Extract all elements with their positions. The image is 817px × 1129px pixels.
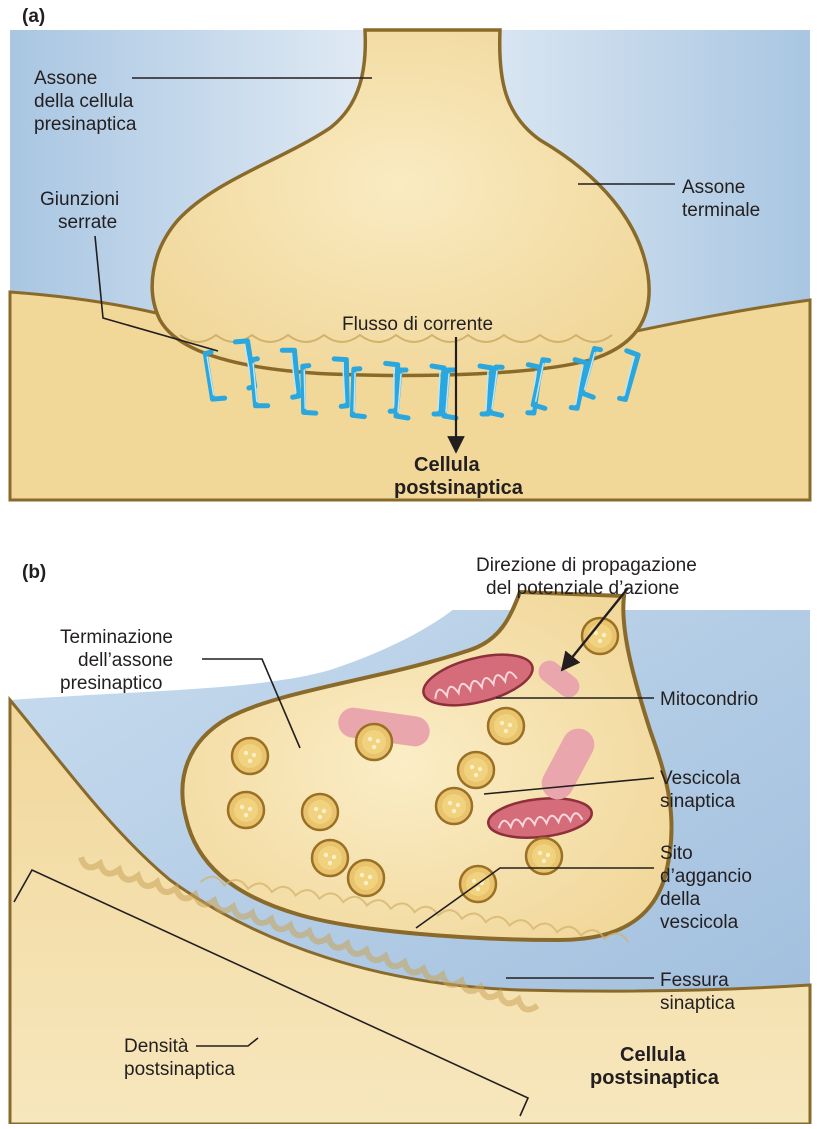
postsynaptic-cell-b-label-2: postsinaptica [590, 1067, 720, 1089]
axon-terminal-label-2: terminale [682, 200, 760, 221]
docking-label-1: Sito [660, 843, 693, 864]
propagation-label-1: Direzione di propagazione [476, 555, 697, 576]
panel-a-tag: (a) [22, 6, 45, 27]
current-flow-label: Flusso di corrente [342, 314, 493, 335]
synaptic-vesicle [348, 860, 384, 896]
synaptic-vesicle [436, 788, 472, 824]
cleft-label-1: Fessura [660, 970, 729, 991]
gap-junctions-label-2: serrate [58, 212, 117, 233]
docking-label-2: d’aggancio [660, 866, 752, 887]
postsynaptic-cell-a-label-2: postsinaptica [394, 477, 524, 499]
terminal-label-2: dell’assone [78, 650, 173, 671]
synaptic-vesicle [458, 752, 494, 788]
panel-b-tag: (b) [22, 562, 46, 583]
terminal-label-3: presinaptico [60, 673, 162, 694]
docking-label-3: della [660, 889, 701, 910]
synaptic-vesicle [302, 794, 338, 830]
synaptic-vesicle [356, 724, 392, 760]
gap-junctions-label-1: Giunzioni [40, 189, 119, 210]
density-label-1: Densità [124, 1036, 189, 1057]
docking-label-4: vescicola [660, 912, 739, 933]
vesicle-label-1: Vescicola [660, 768, 741, 789]
synaptic-vesicle [228, 792, 264, 828]
synaptic-vesicle [232, 738, 268, 774]
panel-b: (b) Direzione di propagazione del potenz… [10, 555, 810, 1124]
synaptic-vesicle [312, 840, 348, 876]
presynaptic-axon-label-3: presinaptica [34, 114, 137, 135]
synaptic-vesicle [488, 708, 524, 744]
cleft-label-2: sinaptica [660, 993, 735, 1014]
propagation-label-2: del potenziale d’azione [486, 578, 679, 599]
density-label-2: postsinaptica [124, 1059, 235, 1080]
presynaptic-axon-label-2: della cellula [34, 91, 134, 112]
axon-terminal-label-1: Assone [682, 177, 745, 198]
terminal-label-1: Terminazione [60, 627, 173, 648]
panel-a: (a) Assone della cellula presinaptica As… [10, 6, 810, 500]
presynaptic-axon-label-1: Assone [34, 68, 97, 89]
postsynaptic-cell-b-label-1: Cellula [620, 1044, 686, 1066]
mitochondrion-label: Mitocondrio [660, 689, 758, 710]
postsynaptic-cell-a-label-1: Cellula [414, 454, 480, 476]
vesicle-label-2: sinaptica [660, 791, 735, 812]
